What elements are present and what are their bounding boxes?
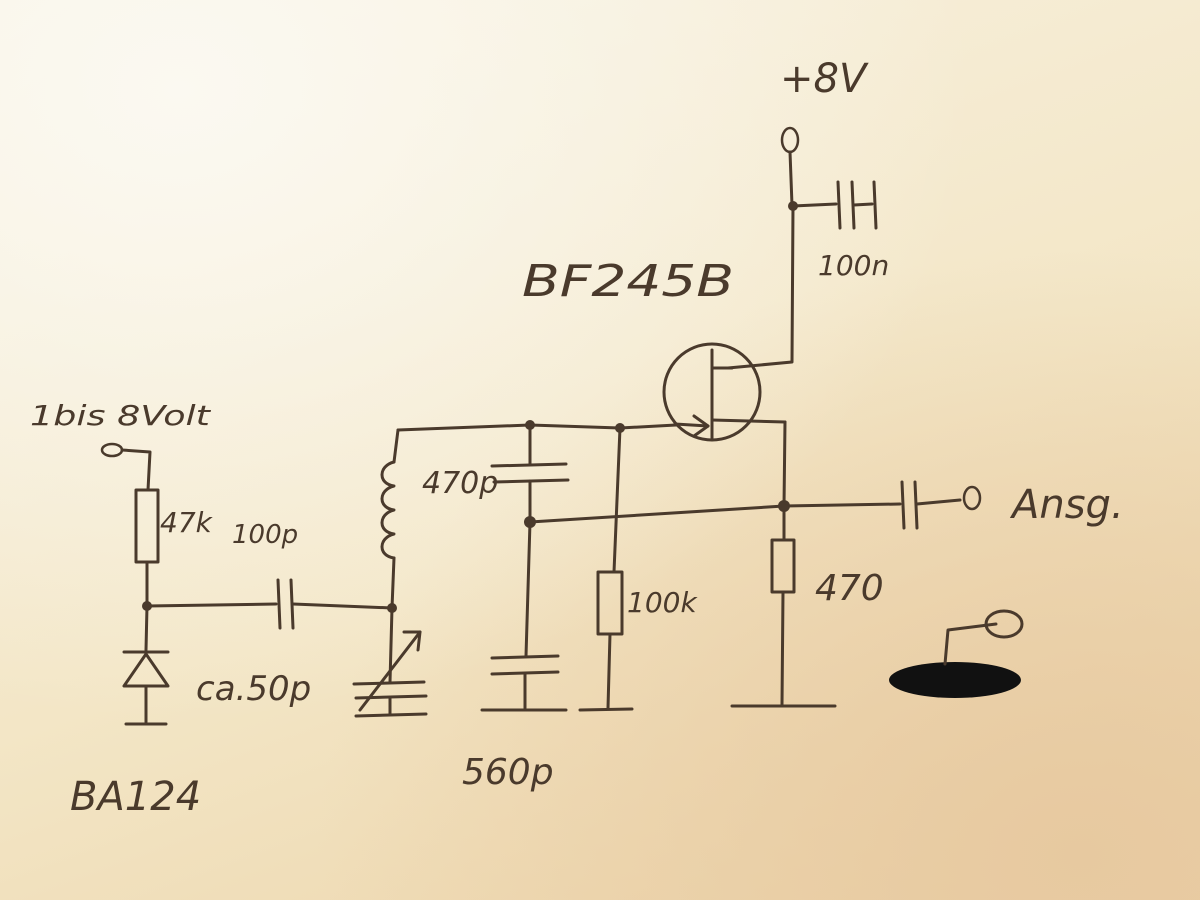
- transistor-label: BF245B: [522, 256, 734, 307]
- input-terminal: [100, 442, 152, 492]
- tank-inductor: [380, 428, 400, 610]
- output-label: Ansg.: [1009, 482, 1124, 528]
- decoupling-cap-label: 100n: [818, 249, 889, 282]
- decoupling-capacitor: [791, 180, 878, 230]
- gate-resistor-label: 100k: [627, 586, 698, 619]
- feedback-wire: [528, 504, 786, 524]
- coupling-cap-label: 100p: [232, 520, 298, 550]
- output-coupling: [782, 480, 982, 530]
- gate-resistor: [578, 426, 634, 712]
- trimmer-cap-label: ca.50p: [196, 669, 311, 709]
- input-voltage-label: 1bis 8Volt: [30, 399, 211, 432]
- varactor-label: BA124: [70, 774, 201, 820]
- microphone-sketch: [889, 609, 1024, 698]
- feedback-cap-top-label: 470p: [422, 466, 498, 501]
- varactor-diode: [122, 604, 170, 726]
- top-rail: [396, 423, 678, 432]
- trimmer-capacitor: [352, 606, 428, 718]
- bias-resistor-label: 47k: [160, 506, 214, 539]
- source-resistor: [730, 504, 837, 708]
- coupling-capacitor: [145, 578, 394, 630]
- source-wire: [782, 420, 787, 508]
- feedback-cap-bottom-label: 560p: [462, 752, 554, 793]
- feedback-capacitor-bottom: [480, 520, 568, 712]
- source-resistor-label: 470: [815, 568, 884, 609]
- supply-terminal: [780, 126, 800, 211]
- jfet-transistor: [662, 342, 787, 442]
- feedback-capacitor-top: [490, 423, 570, 524]
- supply-voltage-label: +8V: [780, 56, 869, 102]
- drain-wire: [726, 204, 795, 370]
- bias-resistor: [134, 488, 160, 608]
